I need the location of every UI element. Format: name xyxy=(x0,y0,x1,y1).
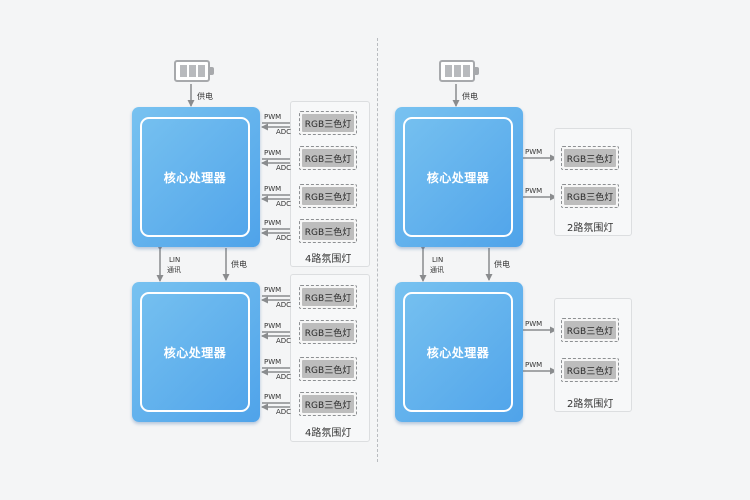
pwm-label: PWM xyxy=(264,286,282,294)
adc-label: ADC xyxy=(276,301,292,309)
group-label: 2路氛围灯 xyxy=(567,399,614,410)
power-label: 供电 xyxy=(197,92,213,101)
battery-icon xyxy=(439,60,479,82)
processor-label: 核心处理器 xyxy=(163,345,227,360)
lin-label: LIN xyxy=(169,256,181,264)
section-divider xyxy=(377,38,378,462)
adc-label: ADC xyxy=(276,234,292,242)
pwm-label: PWM xyxy=(525,148,543,156)
adc-label: ADC xyxy=(276,408,292,416)
group-label: 2路氛围灯 xyxy=(567,223,614,234)
pwm-label: PWM xyxy=(264,219,282,227)
rgb-led: RGB三色灯 xyxy=(299,146,357,170)
lin-label: LIN xyxy=(432,256,444,264)
group-label: 4路氛围灯 xyxy=(305,428,352,439)
rgb-led: RGB三色灯 xyxy=(299,320,357,344)
core-processor-bottom-left: 核心处理器 xyxy=(132,282,260,422)
pwm-label: PWM xyxy=(264,393,282,401)
core-processor-bottom-right: 核心处理器 xyxy=(395,282,523,422)
adc-label: ADC xyxy=(276,128,292,136)
rgb-led: RGB三色灯 xyxy=(561,358,619,382)
adc-label: ADC xyxy=(276,337,292,345)
rgb-led: RGB三色灯 xyxy=(299,219,357,243)
processor-label: 核心处理器 xyxy=(426,170,490,185)
pwm-label: PWM xyxy=(264,185,282,193)
rgb-led: RGB三色灯 xyxy=(561,146,619,170)
comm-label: 通讯 xyxy=(167,266,181,274)
rgb-led: RGB三色灯 xyxy=(561,184,619,208)
pwm-label: PWM xyxy=(264,322,282,330)
adc-label: ADC xyxy=(276,200,292,208)
power-label: 供电 xyxy=(462,92,478,101)
rgb-led: RGB三色灯 xyxy=(299,111,357,135)
pwm-label: PWM xyxy=(264,358,282,366)
rgb-led: RGB三色灯 xyxy=(299,184,357,208)
processor-label: 核心处理器 xyxy=(163,170,227,185)
adc-label: ADC xyxy=(276,373,292,381)
group-label: 4路氛围灯 xyxy=(305,254,352,265)
rgb-led: RGB三色灯 xyxy=(299,392,357,416)
core-processor-top-left: 核心处理器 xyxy=(132,107,260,247)
rgb-led: RGB三色灯 xyxy=(299,285,357,309)
comm-label: 通讯 xyxy=(430,266,444,274)
processor-label: 核心处理器 xyxy=(426,345,490,360)
rgb-led: RGB三色灯 xyxy=(561,318,619,342)
power-label: 供电 xyxy=(494,260,510,269)
pwm-label: PWM xyxy=(525,320,543,328)
adc-label: ADC xyxy=(276,164,292,172)
pwm-label: PWM xyxy=(264,149,282,157)
power-label: 供电 xyxy=(231,260,247,269)
pwm-label: PWM xyxy=(525,187,543,195)
battery-icon xyxy=(174,60,214,82)
core-processor-top-right: 核心处理器 xyxy=(395,107,523,247)
led-group-2-bottom xyxy=(554,298,632,412)
pwm-label: PWM xyxy=(264,113,282,121)
pwm-label: PWM xyxy=(525,361,543,369)
rgb-led: RGB三色灯 xyxy=(299,357,357,381)
